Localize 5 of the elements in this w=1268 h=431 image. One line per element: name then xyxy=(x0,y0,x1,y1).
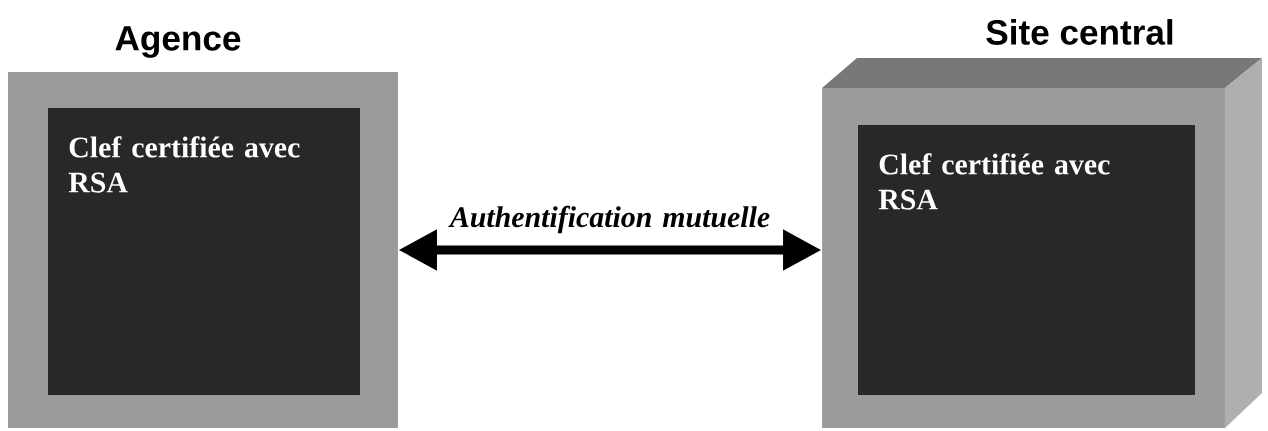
heading: Agence xyxy=(115,26,241,58)
key-box: Clef certifiée avec RSA xyxy=(822,58,1262,428)
key-box: Clef certifiée avec RSA xyxy=(8,72,398,428)
heading: Site central xyxy=(986,19,1173,45)
edge-label: Authentification mutuelle xyxy=(448,205,770,234)
